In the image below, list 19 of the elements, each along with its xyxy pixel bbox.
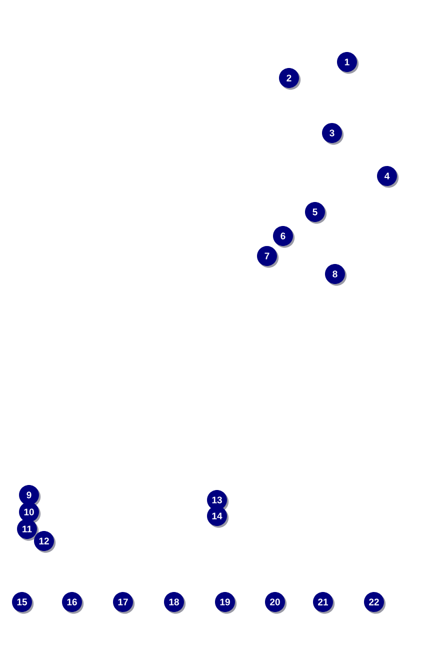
callout-number: 11 <box>17 519 39 541</box>
callout-number: 5 <box>305 202 327 224</box>
callout-number: 22 <box>364 592 386 614</box>
callout-number: 2 <box>279 68 301 90</box>
callout-number: 20 <box>265 592 287 614</box>
callout-number: 4 <box>377 166 399 188</box>
callout-number: 12 <box>34 531 56 553</box>
callout-number: 6 <box>273 226 295 248</box>
callout-number: 18 <box>164 592 186 614</box>
callout-number: 1 <box>337 52 359 74</box>
callout-number: 14 <box>207 506 229 528</box>
callout-number: 8 <box>325 264 347 286</box>
callout-number: 15 <box>12 592 34 614</box>
callout-number: 19 <box>215 592 237 614</box>
callout-number: 3 <box>322 123 344 145</box>
callout-number: 17 <box>113 592 135 614</box>
callout-number: 21 <box>313 592 335 614</box>
callout-number: 7 <box>257 246 279 268</box>
callout-number: 16 <box>62 592 84 614</box>
